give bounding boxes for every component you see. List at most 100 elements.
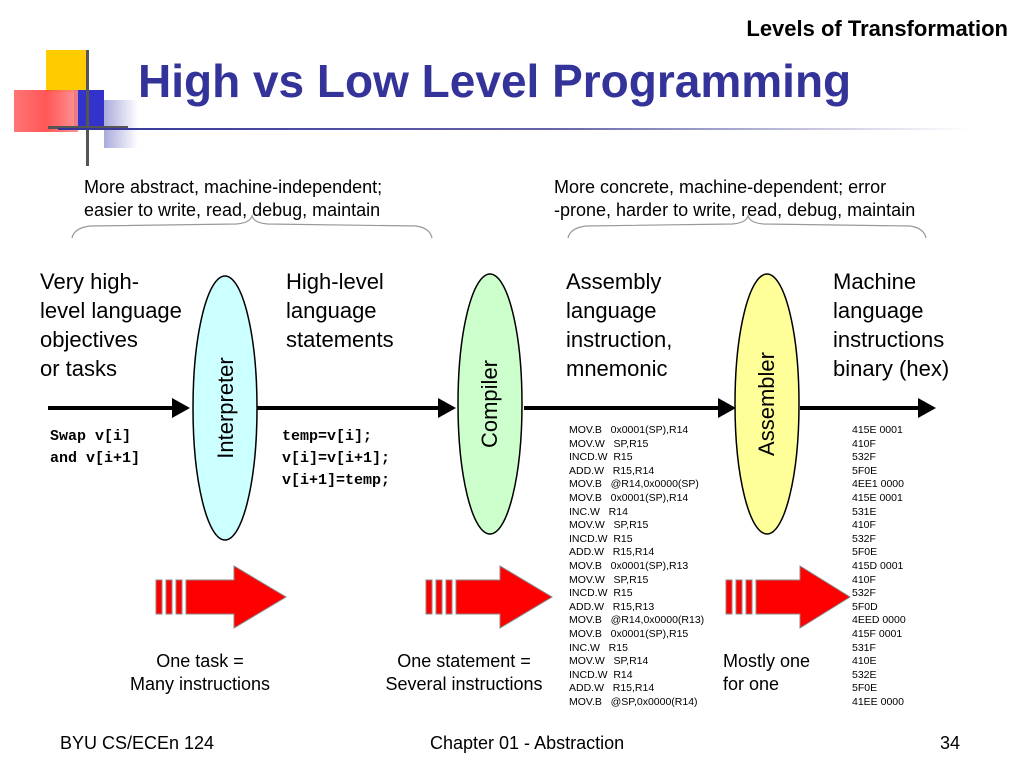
interpreter-label: Interpreter — [213, 357, 238, 459]
task-code-line-2: and v[i+1] — [50, 450, 141, 467]
assembly-line: MOV.B @R14,0x0000(R13) — [569, 614, 705, 627]
machine-code-line: 4EE1 0000 — [852, 478, 904, 491]
stage-machine: Machine language instructions binary (he… — [833, 267, 949, 383]
assembly-line: INCD.W R15 — [569, 451, 633, 464]
title-underline — [58, 128, 968, 130]
flow-arrow-2-head — [438, 398, 456, 418]
stage3-line-2: language — [566, 298, 657, 323]
logo-fade-square — [104, 100, 138, 148]
red-arrow-3 — [725, 565, 851, 629]
assembly-line: INCD.W R15 — [569, 587, 633, 600]
assembly-line: INCD.W R14 — [569, 668, 633, 681]
assembly-line: ADD.W R15,R14 — [569, 546, 655, 559]
stage1-line-2: level language — [40, 298, 182, 323]
flow-arrow-4-head — [918, 398, 936, 418]
machine-code-line: 531E — [852, 505, 877, 518]
red-arrow-2 — [425, 565, 553, 629]
left-brace-line-2: easier to write, read, debug, maintain — [84, 200, 381, 220]
machine-code-line: 415D 0001 — [852, 559, 904, 572]
stage-assembly: Assembly language instruction, mnemonic — [566, 267, 672, 383]
assembly-line: MOV.B @R14,0x0000(SP) — [569, 478, 699, 491]
ratio1-line-1: One task = — [156, 651, 244, 671]
left-brace-text: More abstract, machine-independent; easi… — [84, 176, 382, 222]
right-brace-text: More concrete, machine-dependent; error … — [554, 176, 915, 222]
footer-course: BYU CS/ECEn 124 — [60, 733, 215, 753]
stage3-line-3: instruction, — [566, 327, 673, 352]
stage1-line-3: objectives — [40, 327, 138, 352]
machine-code-line: 531F — [852, 641, 876, 654]
machine-code-line: 415E 0001 — [852, 491, 903, 504]
right-brace — [567, 213, 927, 239]
machine-code-line: 410F — [852, 519, 876, 532]
section-label: Levels of Transformation — [746, 16, 1008, 41]
assembler-oval — [734, 273, 800, 535]
flow-arrow-1-head — [172, 398, 190, 418]
assembly-line: INC.W R15 — [569, 641, 628, 654]
machine-code-line: 5F0E — [852, 546, 878, 559]
logo-red-square — [14, 90, 78, 132]
assembly-line: MOV.W SP,R15 — [569, 519, 649, 532]
stage2-line-3: statements — [286, 327, 394, 352]
footer-chapter: Chapter 01 - Abstraction — [430, 733, 625, 753]
task-code-line-1: Swap v[i] — [50, 428, 132, 445]
slide-title: High vs Low Level Programming — [138, 55, 852, 107]
machine-code-line: 410F — [852, 437, 876, 450]
assembly-line: MOV.B 0x0001(SP),R15 — [569, 627, 689, 640]
high-level-line-3: v[i+1]=temp; — [282, 472, 391, 489]
machine-code-line: 5F0E — [852, 682, 878, 695]
stage1-line-1: Very high- — [40, 269, 140, 294]
compiler-oval — [457, 273, 523, 535]
assembly-line: MOV.B 0x0001(SP),R14 — [569, 424, 689, 436]
assembly-line: MOV.B @SP,0x0000(R14) — [569, 695, 698, 708]
right-brace-line-1: More concrete, machine-dependent; error — [554, 177, 887, 197]
stage4-line-1: Machine — [833, 269, 917, 294]
logo-yellow-square — [46, 50, 86, 92]
left-brace-line-1: More abstract, machine-independent; — [84, 177, 383, 197]
assembler-label: Assembler — [754, 352, 779, 456]
machine-code-line: 532F — [852, 587, 876, 600]
logo-vertical-line — [86, 50, 89, 166]
stage4-line-2: language — [833, 298, 924, 323]
machine-code-line: 415E 0001 — [852, 424, 903, 436]
stage3-line-4: mnemonic — [566, 356, 668, 381]
ratio-interpreter: One task = Many instructions — [110, 650, 290, 696]
interpreter-oval — [192, 275, 258, 541]
left-brace — [71, 213, 433, 239]
assembly-line: INC.W R14 — [569, 505, 628, 518]
machine-code-line: 410E — [852, 655, 877, 668]
high-level-code: temp=v[i]; v[i]=v[i+1]; v[i+1]=temp; — [282, 426, 390, 492]
ratio-compiler: One statement = Several instructions — [372, 650, 556, 696]
ratio2-line-2: Several instructions — [385, 674, 543, 694]
assembly-line: MOV.B 0x0001(SP),R14 — [569, 491, 689, 504]
machine-code-line: 41EE 0000 — [852, 695, 904, 708]
assembly-line: MOV.B 0x0001(SP),R13 — [569, 559, 689, 572]
stage-very-high-level: Very high- level language objectives or … — [40, 267, 182, 383]
stage3-line-1: Assembly — [566, 269, 662, 294]
stage4-line-3: instructions — [833, 327, 945, 352]
assembly-line: MOV.W SP,R14 — [569, 655, 649, 668]
assembly-line: ADD.W R15,R13 — [569, 600, 655, 613]
assembly-line: MOV.W SP,R15 — [569, 573, 649, 586]
stage2-line-1: High-level — [286, 269, 384, 294]
right-brace-line-2: -prone, harder to write, read, debug, ma… — [554, 200, 916, 220]
logo-blue-square — [74, 90, 104, 126]
machine-code-line: 410F — [852, 573, 876, 586]
compiler-label: Compiler — [477, 359, 502, 449]
machine-code-line: 5F0D — [852, 600, 878, 613]
ratio3-line-2: for one — [723, 674, 780, 694]
flow-arrow-3-head — [718, 398, 736, 418]
machine-code-line: 532E — [852, 668, 877, 681]
task-code: Swap v[i] and v[i+1] — [50, 426, 140, 470]
machine-code-line: 415F 0001 — [852, 627, 903, 640]
stage1-line-4: or tasks — [40, 356, 118, 381]
machine-code-line: 532F — [852, 532, 876, 545]
assembly-line: ADD.W R15,R14 — [569, 682, 655, 695]
stage4-line-4: binary (hex) — [833, 356, 950, 381]
red-arrow-1 — [155, 565, 287, 629]
stage-high-level: High-level language statements — [286, 267, 394, 354]
stage2-line-2: language — [286, 298, 377, 323]
machine-code-line: 4EED 0000 — [852, 614, 906, 627]
